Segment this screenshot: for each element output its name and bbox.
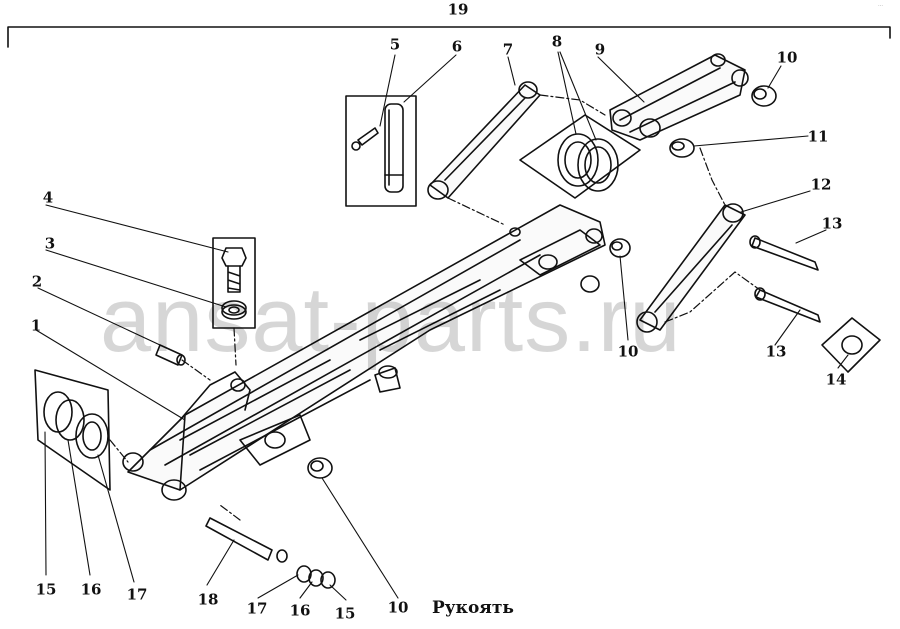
callout-label: 3: [44, 234, 56, 253]
callout-label: 5: [389, 35, 401, 54]
diagram-caption: Рукоять: [432, 598, 514, 618]
main-arm-part: [122, 204, 606, 501]
pin-6-panel: [345, 95, 417, 207]
callout-label: 10: [776, 48, 798, 67]
callout-label: 13: [821, 214, 843, 233]
callout-label: 13: [765, 342, 787, 361]
callout-label: 14: [825, 370, 847, 389]
callout-label: 9: [594, 40, 606, 59]
callout-label: 16: [80, 580, 102, 599]
assembly-bracket: [7, 26, 891, 48]
callout-label: 10: [617, 342, 639, 361]
assembly-lines: [109, 94, 761, 521]
callout-label: 7: [502, 40, 514, 59]
bushings-8-panel: [519, 114, 641, 199]
callout-label: 1: [30, 316, 42, 335]
callout-label: 15: [334, 604, 356, 623]
link-12-part: [636, 203, 746, 333]
bolt-panel: [212, 237, 256, 329]
callout-label: 17: [246, 599, 268, 618]
small-parts: [155, 85, 881, 589]
callout-label: 16: [289, 601, 311, 620]
callout-label: 17: [126, 585, 148, 604]
link-9-part: [609, 53, 749, 141]
corner-mark: ...: [878, 2, 884, 8]
callout-label: 8: [551, 32, 563, 51]
retainer-panel: [34, 369, 111, 491]
callout-label: 12: [810, 175, 832, 194]
leader-lines: [35, 51, 849, 601]
callout-label: 2: [31, 272, 43, 291]
callout-label: 6: [451, 37, 463, 56]
callout-label: 19: [447, 0, 469, 19]
callout-label: 15: [35, 580, 57, 599]
link-7-part: [427, 81, 541, 200]
callout-label: 18: [197, 590, 219, 609]
callout-label: 4: [42, 188, 54, 207]
callout-label: 11: [807, 127, 829, 146]
callout-label: 10: [387, 598, 409, 617]
